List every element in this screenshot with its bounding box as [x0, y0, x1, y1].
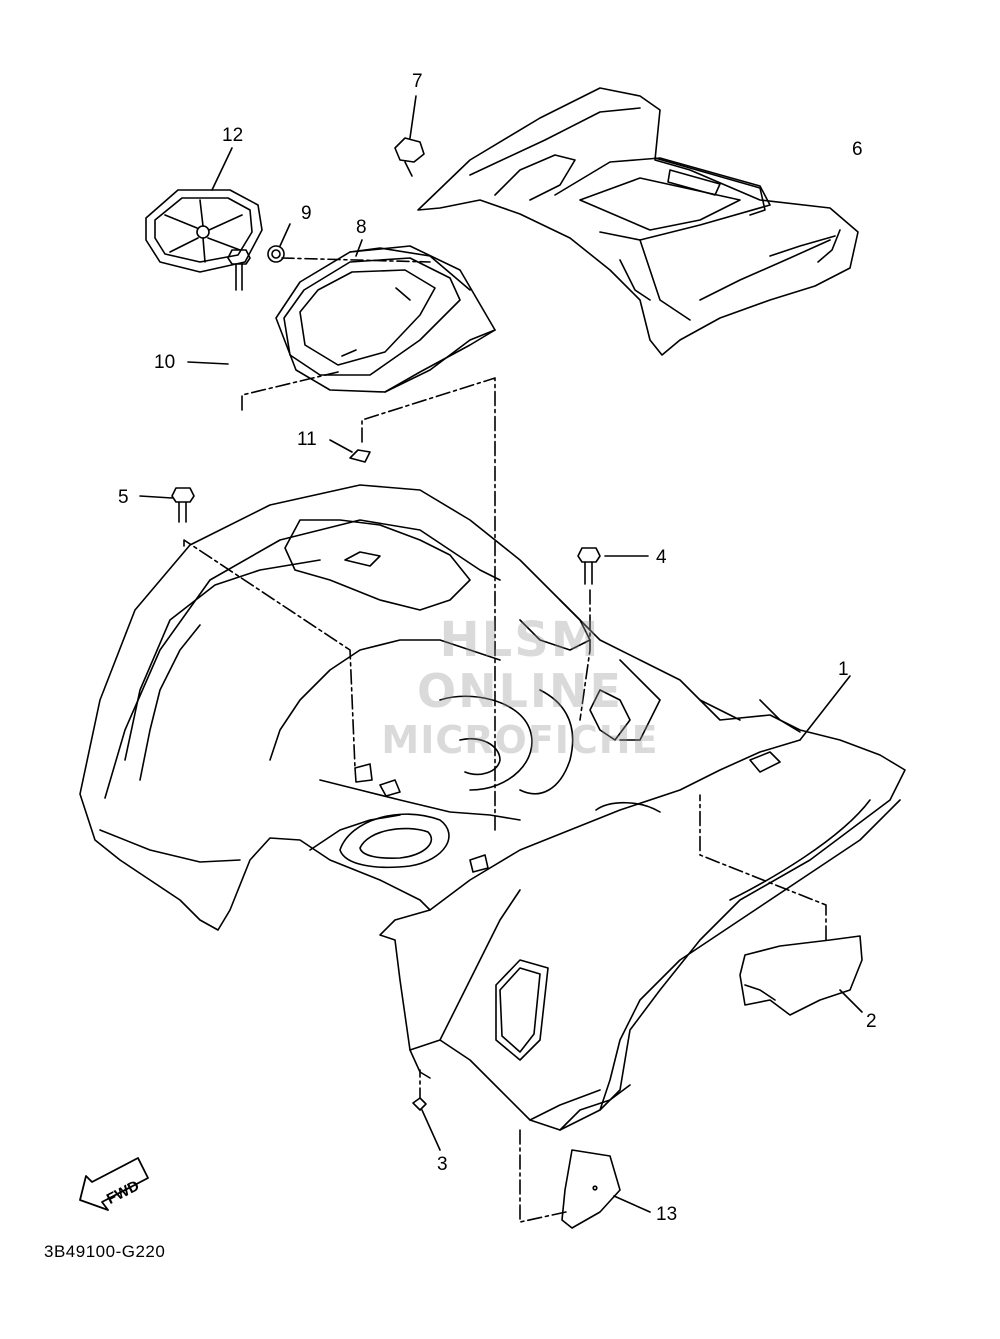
dash-4 [579, 589, 591, 721]
leader-3 [421, 1109, 441, 1151]
callout-1: 1 [838, 659, 849, 680]
dash-13 [519, 1129, 567, 1223]
leader-1 [799, 675, 851, 741]
watermark-line-3: MICROFICHE [381, 718, 659, 762]
part-3-clip [412, 1097, 427, 1111]
callout-7: 7 [412, 71, 423, 92]
callout-8: 8 [356, 217, 367, 238]
part-8-bin [275, 245, 496, 393]
part-7-clip [394, 137, 425, 177]
dash-9 [281, 257, 431, 263]
dash-5 [183, 539, 356, 769]
part-11-nut [349, 449, 371, 463]
watermark-line-2: ONLINE [417, 664, 623, 718]
part-13-reflector [561, 1149, 621, 1229]
part-6-rear-carrier [417, 87, 859, 356]
leader-8 [355, 239, 363, 257]
callout-4: 4 [656, 547, 667, 568]
callout-11: 11 [297, 429, 317, 450]
part-1-rear-fender [79, 484, 906, 1131]
callout-12: 12 [222, 125, 244, 146]
callout-5: 5 [118, 487, 129, 508]
leader-13 [613, 1195, 651, 1213]
leader-7 [409, 95, 417, 139]
leader-11 [329, 439, 353, 453]
part-2-panel [739, 935, 863, 1016]
part-12-cap [145, 189, 263, 273]
part-5-bolt [171, 487, 195, 523]
callout-2: 2 [866, 1011, 877, 1032]
dash-2 [699, 794, 827, 941]
fwd-label: FWD [104, 1177, 142, 1208]
part-4-bolt [577, 547, 601, 585]
dash-11 [361, 377, 496, 831]
watermark-line-1: HLSM [439, 612, 601, 668]
dash-10 [241, 371, 339, 411]
leader-1-small [341, 349, 357, 357]
leader-9 [279, 223, 291, 247]
fwd-arrow-icon: FWD [79, 1157, 149, 1211]
callout-10: 10 [154, 352, 176, 373]
part-10-bolt [227, 249, 251, 291]
leader-12 [211, 147, 233, 191]
callout-13: 13 [656, 1204, 678, 1225]
callout-3: 3 [437, 1154, 448, 1175]
part-9-ring [267, 245, 285, 263]
callout-9: 9 [301, 203, 312, 224]
leader-10 [187, 361, 229, 365]
part-code: 3B49100-G220 [44, 1242, 166, 1261]
leader-5 [139, 495, 173, 499]
leader-2 [839, 989, 863, 1013]
callout-6: 6 [852, 139, 863, 160]
